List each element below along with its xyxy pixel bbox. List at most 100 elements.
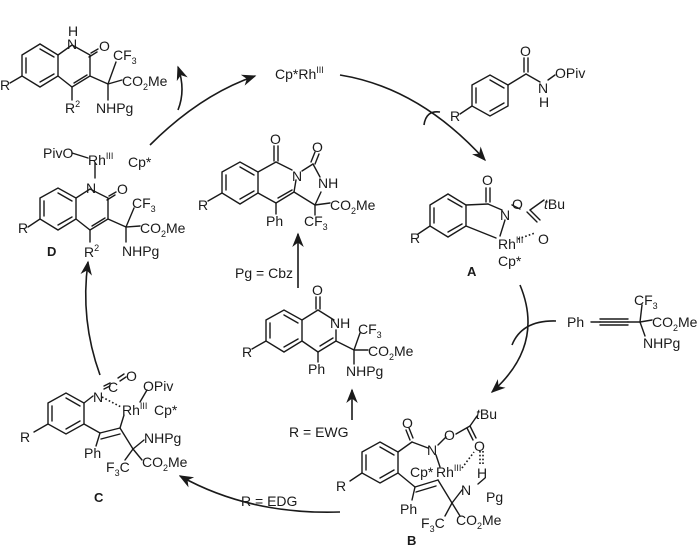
- product-imidazolone: [207, 145, 331, 216]
- d-nhpg: NHPg: [122, 243, 159, 259]
- substrate-n: N: [538, 80, 548, 96]
- iso-nhpg: NHPg: [346, 363, 383, 379]
- iso-o: O: [312, 282, 323, 298]
- label-d: D: [47, 244, 56, 259]
- intermediate-d: [27, 152, 141, 243]
- d-r2: R2: [84, 243, 99, 260]
- c-rh: RhIII: [122, 401, 147, 418]
- nhpg-group: NHPg: [96, 100, 133, 116]
- b-r: R: [336, 478, 346, 494]
- imid-ester: CO2Me: [330, 197, 376, 216]
- c-opiv: OPiv: [143, 378, 173, 394]
- d-pivo: PivO: [43, 145, 73, 161]
- b-f3c: F3C: [421, 515, 445, 534]
- r2-substituent: R2: [65, 99, 80, 116]
- d-ester: CO2Me: [140, 220, 186, 239]
- imid-r: R: [198, 197, 208, 213]
- b-n: N: [427, 442, 437, 458]
- alkyne-reagent: [590, 304, 653, 337]
- label-c: C: [94, 490, 104, 505]
- c-ester: CO2Me: [142, 454, 188, 473]
- c-n: N: [93, 389, 103, 405]
- condition-r-ewg: R = EWG: [289, 424, 349, 440]
- b-ester: CO2Me: [456, 512, 502, 531]
- intermediate-a: [417, 187, 545, 240]
- quinolinone-bonds: [9, 43, 123, 101]
- catalyst-label: Cp*RhIII: [275, 65, 324, 82]
- r-substituent: R: [0, 77, 10, 93]
- a-r: R: [410, 230, 420, 246]
- c-f3c: F3C: [106, 459, 130, 478]
- product-quinolinone: H N O R R2 CF3 CO2Me NHPg: [0, 23, 168, 116]
- d-rh: RhIII: [88, 151, 113, 168]
- iso-ester: CO2Me: [368, 343, 414, 362]
- intermediate-c: [33, 373, 148, 461]
- a-ester-o: O: [512, 196, 523, 212]
- b-rh: RhIII: [436, 463, 461, 480]
- imid-ph: Ph: [266, 213, 283, 229]
- a-cp: Cp*: [498, 253, 522, 269]
- b-carbonyl-o: O: [402, 415, 413, 431]
- a-chelate-o: O: [538, 231, 549, 247]
- iso-r: R: [242, 344, 252, 360]
- carbonyl-oxygen: O: [99, 38, 110, 54]
- d-cp: Cp*: [128, 154, 152, 170]
- iso-nh: NH: [330, 315, 350, 331]
- substrate-opiv: OPiv: [555, 65, 585, 81]
- substrate-benzamide: [459, 57, 556, 117]
- ring-nitrogen: N: [67, 36, 77, 52]
- label-a: A: [467, 264, 477, 279]
- b-n-pg: N: [461, 482, 471, 498]
- ester-group: CO2Me: [122, 73, 168, 92]
- b-chelate-o: O: [474, 438, 485, 454]
- imid-cf3: CF3: [304, 213, 328, 232]
- d-carbonyl-o: O: [117, 181, 128, 197]
- b-ph: Ph: [400, 501, 417, 517]
- alkyne-cf3: CF3: [634, 292, 658, 311]
- alkyne-nhpg: NHPg: [643, 335, 680, 351]
- intermediate-b: [349, 415, 486, 517]
- arrow-substrate-in: [423, 110, 441, 126]
- b-pg: Pg: [486, 489, 503, 505]
- cycle-arrows: [80, 65, 557, 514]
- cf3-group: CF3: [113, 47, 137, 66]
- b-cp: Cp*: [410, 464, 434, 480]
- b-hydrogen: H: [477, 465, 487, 481]
- alkyne-ester: CO2Me: [652, 314, 698, 333]
- c-isocyanate-o: O: [126, 368, 137, 384]
- a-carbonyl-o: O: [482, 172, 493, 188]
- imid-o1: O: [270, 131, 281, 147]
- arrow-b-to-c: [178, 475, 341, 514]
- arrow-product-out: [176, 65, 188, 111]
- iso-cf3: CF3: [358, 321, 382, 340]
- arrow-d-to-catalyst: [149, 74, 257, 146]
- a-rh: RhIII: [498, 235, 523, 252]
- b-tbu: tBu: [476, 406, 497, 422]
- arrow-catalyst-to-a: [339, 74, 486, 162]
- arrow-c-to-d: [80, 260, 101, 376]
- c-cp: Cp*: [154, 402, 178, 418]
- alkyne-ph: Ph: [567, 314, 584, 330]
- condition-pg-cbz: Pg = Cbz: [235, 265, 293, 281]
- c-ph: Ph: [84, 445, 101, 461]
- product-isoquinolinone: [251, 296, 369, 365]
- label-b: B: [407, 533, 416, 547]
- substrate-nh: H: [539, 94, 549, 110]
- b-ester-o: O: [444, 427, 455, 443]
- a-tbu: tBu: [544, 196, 565, 212]
- d-r: R: [18, 220, 28, 236]
- a-n: N: [500, 207, 510, 223]
- imid-n: N: [292, 168, 302, 184]
- imid-nh: NH: [318, 175, 338, 191]
- arrow-a-to-b: [490, 284, 529, 393]
- d-n: N: [86, 180, 96, 196]
- imid-o2: O: [312, 139, 323, 155]
- d-cf3: CF3: [132, 195, 156, 214]
- c-r: R: [20, 429, 30, 445]
- substrate-r: R: [450, 108, 460, 124]
- c-nhpg: NHPg: [144, 430, 181, 446]
- substrate-carbonyl-o: O: [520, 43, 531, 59]
- c-isocyanate-c: C: [108, 379, 118, 395]
